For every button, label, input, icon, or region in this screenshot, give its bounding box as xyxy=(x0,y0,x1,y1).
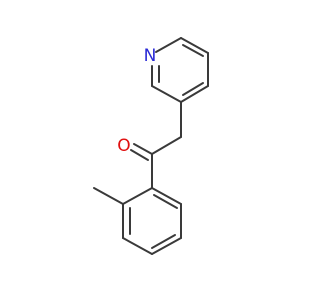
pyridine-ring xyxy=(151,37,209,103)
bond-b1-b2 xyxy=(151,187,182,205)
oxygen-atom-label: O xyxy=(117,136,130,156)
bond-b3-b4 xyxy=(151,237,182,255)
structure-drawing: N O xyxy=(93,37,209,255)
bond-n1-c2 xyxy=(155,37,182,53)
bond-c4-c5-inner xyxy=(182,82,204,96)
bond-b6-b1 xyxy=(122,187,153,205)
bond-b1-b2-inner xyxy=(153,194,178,209)
bond-carbonyl-o-double xyxy=(130,149,149,161)
nitrogen-atom-label: N xyxy=(144,46,157,66)
bond-c5-c6 xyxy=(151,85,182,103)
bond-b4-b5 xyxy=(122,237,153,255)
bond-ch2-carbonyl xyxy=(151,136,182,155)
linker-chain xyxy=(130,101,182,189)
bond-carbonyl-o xyxy=(133,143,153,155)
molecule-canvas: N O xyxy=(93,37,209,255)
bond-c2-c3 xyxy=(180,37,209,54)
bond-c2-c3-inner xyxy=(182,44,204,57)
bond-c4-c5 xyxy=(180,85,209,103)
benzene-ring xyxy=(93,187,182,255)
bond-methyl xyxy=(93,187,124,205)
bond-b3-b4-inner xyxy=(151,234,176,249)
